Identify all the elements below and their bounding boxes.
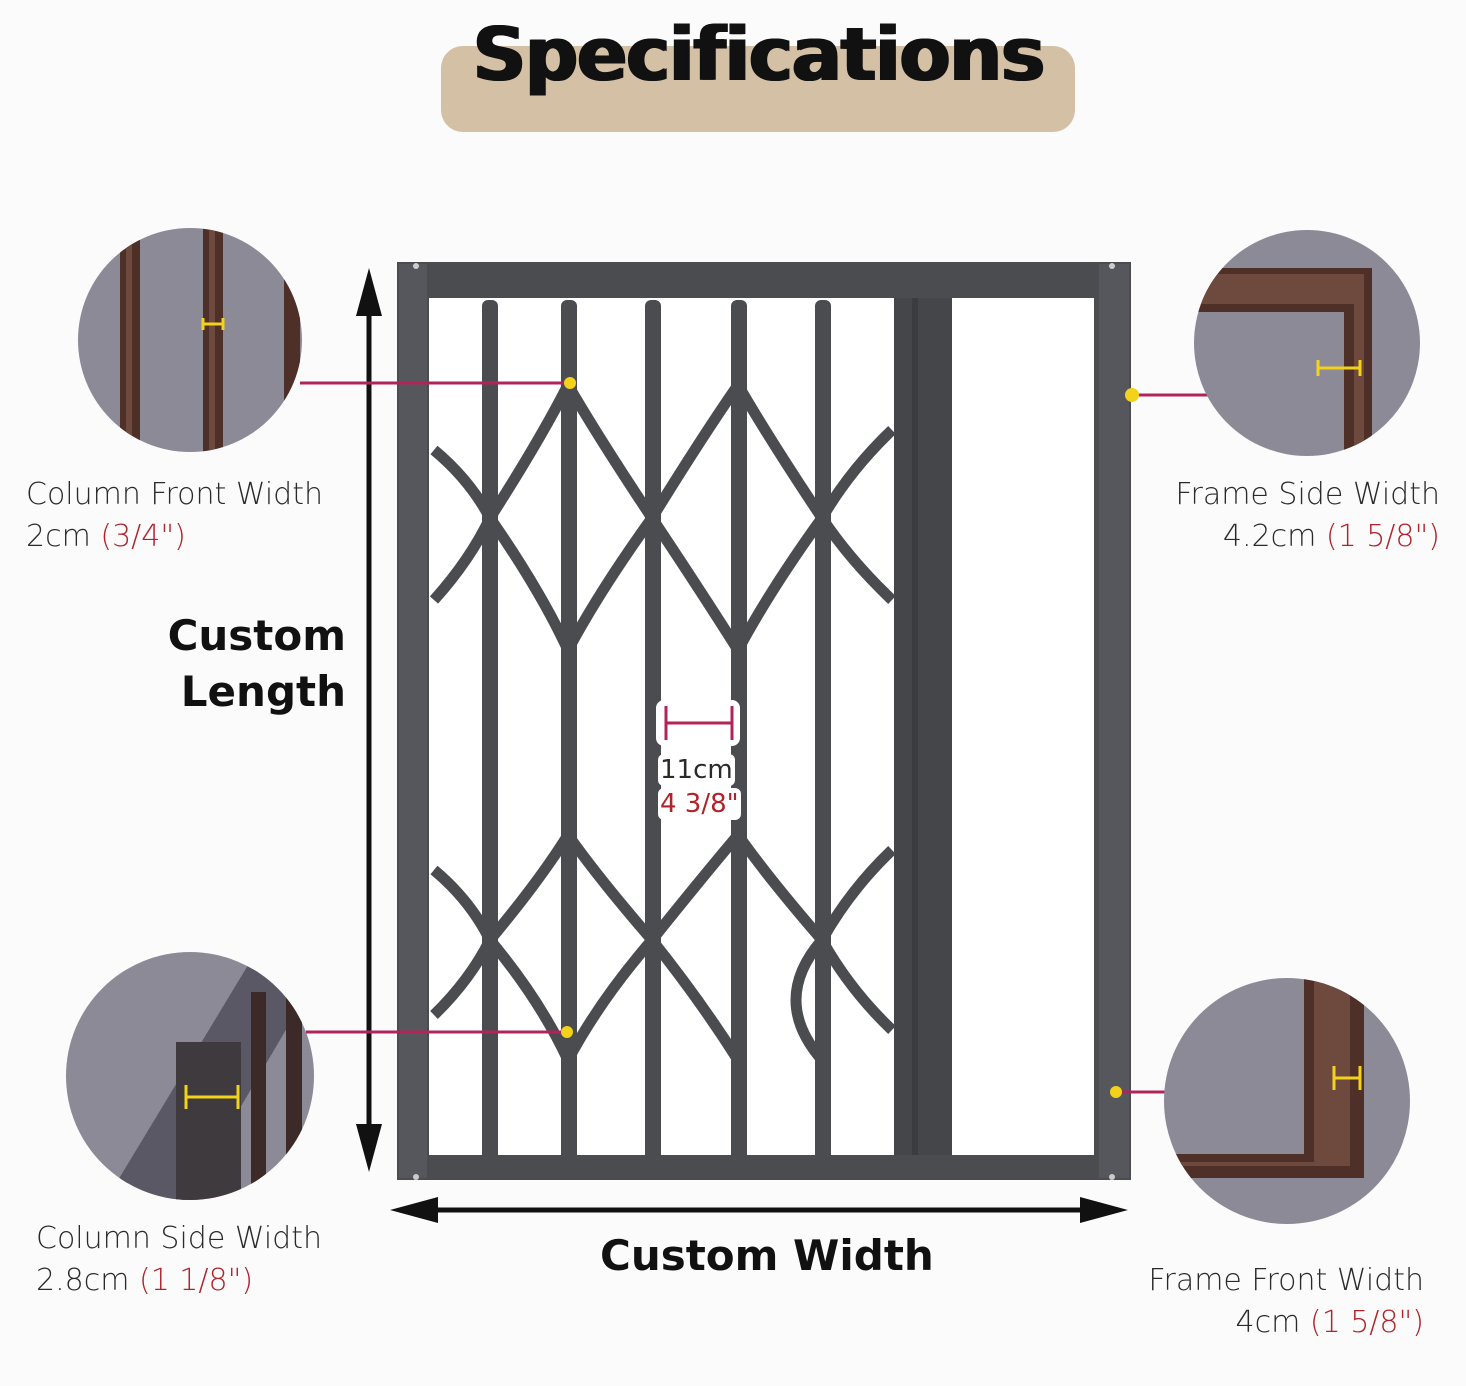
width-arrow — [390, 1197, 1128, 1223]
leader-frame-front — [1110, 1086, 1166, 1098]
gap-imperial: 4 3/8" — [658, 788, 741, 820]
bottom-rail — [429, 1155, 1099, 1169]
frame-side-metric: 4.2cm — [1222, 519, 1317, 554]
custom-length-line-1: Custom — [167, 611, 346, 660]
gate-columns — [482, 298, 952, 1168]
column-front-metric: 2cm — [26, 519, 91, 554]
detail-frame-front — [1164, 978, 1410, 1224]
column-side-label: Column Side Width 2.8cm (1 1/8") — [36, 1218, 322, 1302]
gap-metric: 11cm — [658, 754, 735, 786]
column-side-imperial: (1 1/8") — [138, 1263, 254, 1298]
column-front-name: Column Front Width — [26, 477, 323, 512]
detail-frame-side — [1194, 230, 1420, 456]
column-side-value: 2.8cm (1 1/8") — [36, 1260, 322, 1302]
column-side-name: Column Side Width — [36, 1221, 322, 1256]
frame-front-name: Frame Front Width — [1148, 1263, 1424, 1298]
length-arrow — [356, 268, 382, 1172]
detail-column-side — [66, 952, 314, 1200]
frame-side-imperial: (1 5/8") — [1325, 519, 1440, 554]
frame-side-name: Frame Side Width — [1175, 477, 1440, 512]
leader-column-front — [300, 377, 576, 389]
column-front-imperial: (3/4") — [100, 519, 186, 554]
frame-side-label: Frame Side Width 4.2cm (1 5/8") — [1175, 474, 1440, 558]
title-background — [441, 46, 1075, 132]
frame-side-value: 4.2cm (1 5/8") — [1175, 516, 1440, 558]
custom-length-line-2: Length — [180, 667, 346, 716]
custom-length-label: Custom Length — [168, 608, 346, 720]
column-front-value: 2cm (3/4") — [26, 516, 323, 558]
frame-front-imperial: (1 5/8") — [1309, 1305, 1424, 1340]
column-front-label: Column Front Width 2cm (3/4") — [26, 474, 323, 558]
gate-frame — [397, 262, 1131, 1180]
frame-front-label: Frame Front Width 4cm (1 5/8") — [1148, 1260, 1424, 1344]
custom-width-label: Custom Width — [600, 1231, 934, 1280]
detail-column-front — [78, 228, 302, 452]
leader-column-side — [306, 1026, 573, 1038]
frame-front-value: 4cm (1 5/8") — [1148, 1302, 1424, 1344]
leader-frame-side — [1125, 388, 1208, 402]
column-side-metric: 2.8cm — [36, 1263, 130, 1298]
frame-front-metric: 4cm — [1235, 1305, 1301, 1340]
gap-dimension — [656, 700, 740, 746]
page-title: Specifications — [472, 12, 1044, 98]
